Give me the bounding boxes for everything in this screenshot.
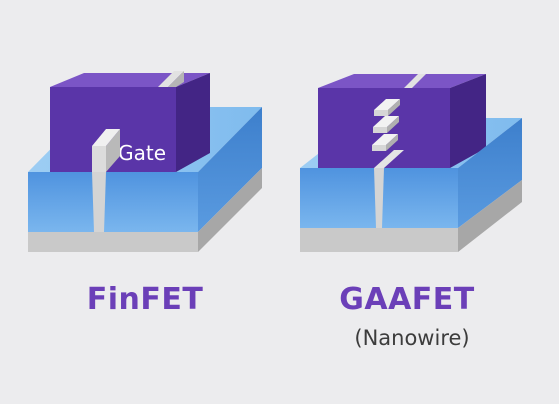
gaafet-trench [374,168,384,228]
gaafet-structure [300,74,522,252]
finfet-title: FinFET [86,282,204,317]
gaafet-subtitle: (Nanowire) [354,326,470,350]
gaafet-base-front [300,228,458,252]
finfet-substrate-side [198,107,262,232]
finfet-gate-label: Gate [118,141,166,165]
gaafet-trench-top [374,150,404,168]
gaafet-substrate-side [458,118,522,228]
finfet-fin-front-side [106,129,120,172]
gaafet-base-side [458,180,522,252]
gaafet-nanowire-stack [372,99,400,151]
gaafet-gate-side [450,74,486,168]
finfet-fin-back [158,71,184,87]
gaafet-title: GAAFET [339,282,475,317]
finfet-fin-back-side [168,71,184,87]
finfet-structure: Gate [28,71,262,252]
finfet-gate-side [176,73,210,172]
finfet-base-side [198,168,262,252]
gaafet-gate-top [318,74,486,88]
finfet-base-front [28,232,198,252]
finfet-fin-front [92,146,106,172]
finfet-fin-trench [92,172,106,232]
finfet-substrate-front [28,172,198,232]
finfet-fin-front-top [92,129,120,146]
gaafet-wire-back [404,74,426,88]
